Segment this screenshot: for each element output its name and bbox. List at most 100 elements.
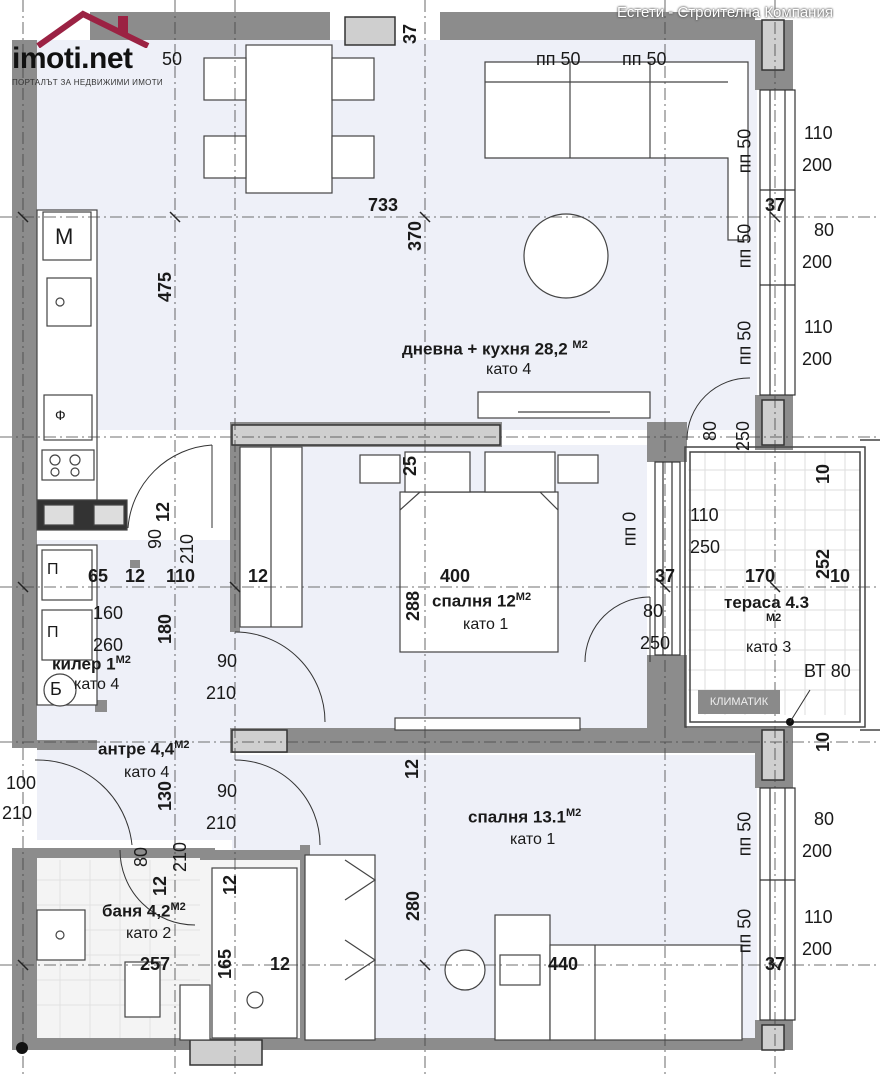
window-80-b: 80 xyxy=(814,809,835,829)
terrace-name: тераса 4.3 xyxy=(724,593,810,612)
bath-name: баня 4,2М2 xyxy=(102,901,186,921)
dim-370: 370 xyxy=(405,220,426,252)
appliance-p1: П xyxy=(47,561,59,578)
dim-10-a: 10 xyxy=(830,566,851,586)
dim-90-b: 90 xyxy=(217,651,238,671)
dim-280: 280 xyxy=(403,890,424,922)
window-110-c: 110 xyxy=(690,505,719,525)
windows xyxy=(654,89,796,1021)
logo-text: imoti.net xyxy=(12,42,133,75)
dim-130: 130 xyxy=(155,780,176,812)
terrace-tiles xyxy=(688,452,860,715)
opening-pp50-g: пп 50 xyxy=(734,908,755,954)
dim-210-c: 210 xyxy=(206,813,237,833)
window-110-a: 110 xyxy=(804,123,833,143)
dim-210-b: 210 xyxy=(206,683,237,703)
bath-floor: като 2 xyxy=(126,925,172,942)
dim-400: 400 xyxy=(440,566,471,586)
company-watermark: Естети - Строителна Компания xyxy=(617,4,833,21)
bt80-label: ВТ 80 xyxy=(804,661,851,681)
dim-ticks xyxy=(17,211,781,971)
furniture xyxy=(36,44,749,1041)
dim-37-mid: 37 xyxy=(655,566,676,586)
window-80-a: 80 xyxy=(814,220,835,240)
terrace-floor: като 3 xyxy=(746,639,792,656)
dim-180: 180 xyxy=(155,613,176,645)
dim-50: 50 xyxy=(162,49,183,69)
dim-80-a: 80 xyxy=(131,846,152,868)
window-110-b: 110 xyxy=(804,317,833,337)
opening-pp0: пп 0 xyxy=(619,511,640,547)
dim-210-e: 210 xyxy=(170,841,191,873)
aircon-label: КЛИМАТИК xyxy=(698,690,780,714)
dim-12-c: 12 xyxy=(402,758,423,780)
bedroom1-floor: като 1 xyxy=(463,616,509,633)
dim-210-a: 210 xyxy=(177,533,198,565)
dim-12-g: 12 xyxy=(153,501,174,523)
appliance-p2: П xyxy=(47,624,59,641)
window-200-c: 200 xyxy=(802,349,833,369)
dim-440: 440 xyxy=(548,954,579,974)
appliance-b: Б xyxy=(50,679,62,699)
dim-110: 110 xyxy=(166,566,196,586)
dim-252: 252 xyxy=(813,548,834,580)
hall-floor: като 4 xyxy=(124,764,170,781)
bedroom2-name: спалня 13.1М2 xyxy=(468,807,582,827)
dim-37-bottom: 37 xyxy=(765,954,786,974)
dim-80-b: 80 xyxy=(643,601,664,621)
window-200-a: 200 xyxy=(802,155,833,175)
hatched-walls xyxy=(189,16,785,1066)
pantry-name: килер 1М2 xyxy=(52,654,131,674)
opening-pp50-f: пп 50 xyxy=(734,811,755,857)
dim-210-d: 210 xyxy=(2,803,33,823)
living-room-floor: като 4 xyxy=(486,361,532,378)
dim-25: 25 xyxy=(400,455,421,477)
dim-12-b: 12 xyxy=(248,566,269,586)
dim-12-a: 12 xyxy=(125,566,146,586)
dim-80-c: 80 xyxy=(700,420,721,442)
bt-leader xyxy=(789,689,811,723)
dim-65: 65 xyxy=(88,566,109,586)
dim-160: 160 xyxy=(93,603,124,623)
appliance-m: M xyxy=(55,224,74,249)
pantry-floor: като 4 xyxy=(74,676,120,693)
dim-10-b: 10 xyxy=(813,463,834,485)
site-logo[interactable]: imoti.net ПОРТАЛЪТ ЗА НЕДВИЖИМИ ИМОТИ xyxy=(8,8,168,87)
dim-170: 170 xyxy=(745,566,776,586)
dim-257: 257 xyxy=(140,954,171,974)
opening-pp50-b: пп 50 xyxy=(622,49,667,69)
bedroom2-floor: като 1 xyxy=(510,831,556,848)
dim-90-a: 90 xyxy=(145,528,166,550)
house-icon xyxy=(36,10,150,48)
dim-250-b: 250 xyxy=(733,420,754,452)
dim-475: 475 xyxy=(155,271,176,303)
bedroom1-name: спалня 12М2 xyxy=(432,591,532,611)
window-200-b: 200 xyxy=(802,252,833,272)
dim-100: 100 xyxy=(6,773,37,793)
window-110-d: 110 xyxy=(804,907,833,927)
dim-10-c: 10 xyxy=(813,731,834,753)
dim-37-top: 37 xyxy=(400,23,421,45)
dim-37-right: 37 xyxy=(765,195,786,215)
dim-260: 260 xyxy=(93,635,124,655)
dim-250-a: 250 xyxy=(640,633,671,653)
window-250-c: 250 xyxy=(690,537,721,557)
terrace-unit: М2 xyxy=(766,612,782,624)
dim-165: 165 xyxy=(215,948,236,980)
dim-288: 288 xyxy=(403,590,424,622)
appliance-f: Ф xyxy=(55,407,66,423)
dim-12-f: 12 xyxy=(150,875,171,897)
opening-pp50-d: пп 50 xyxy=(734,223,755,269)
corner-marker xyxy=(16,1042,28,1054)
dim-12-e: 12 xyxy=(270,954,291,974)
dim-733: 733 xyxy=(368,195,399,215)
living-room-name: дневна + кухня 28,2 М2 xyxy=(402,339,588,359)
logo-subtitle: ПОРТАЛЪТ ЗА НЕДВИЖИМИ ИМОТИ xyxy=(12,78,163,87)
window-200-e: 200 xyxy=(802,939,833,959)
opening-pp50-c: пп 50 xyxy=(734,128,755,174)
dim-12-d: 12 xyxy=(220,874,241,896)
hall-name: антре 4,4М2 xyxy=(98,739,190,759)
opening-pp50-e: пп 50 xyxy=(734,320,755,366)
